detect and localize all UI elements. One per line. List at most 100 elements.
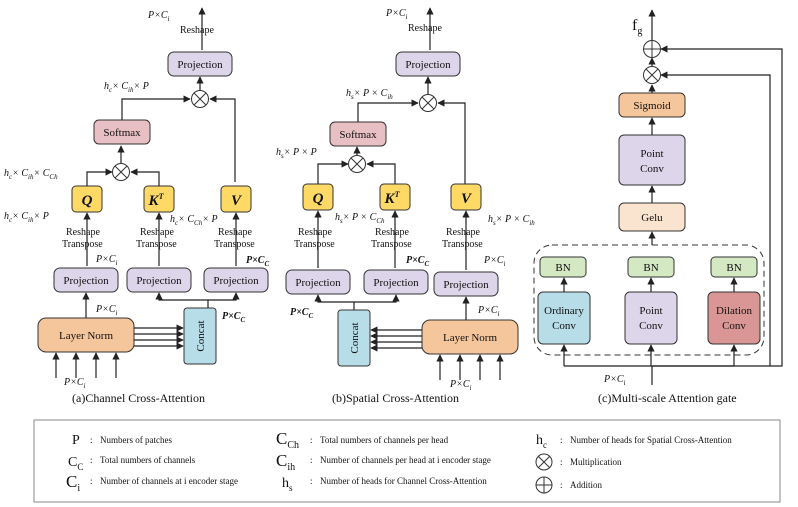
gate-point-conv-label-2: Conv <box>640 163 664 175</box>
channel-output-dim: P×Ci <box>147 10 170 23</box>
legend-p-symbol: P <box>72 433 80 448</box>
gate-ordinary-conv-label-1: Ordinary <box>544 305 584 317</box>
channel-multiply-top-icon <box>191 90 209 108</box>
channel-ln-out-dim: P×Ci <box>95 304 118 317</box>
gate-dilation-conv <box>707 291 761 345</box>
spatial-projection-k-label: Projection <box>373 277 419 289</box>
channel-qk-dim: hc× Cih× CCh <box>4 168 58 181</box>
legend-add-desc: Addition <box>570 480 603 490</box>
legend-cch-symbol: CCh <box>276 429 299 451</box>
gate-point-conv <box>618 134 686 186</box>
channel-projection-q-label: Projection <box>63 275 109 287</box>
spatial-caption: (b)Spatial Cross-Attention <box>332 391 459 405</box>
channel-projection-k-label: Projection <box>136 275 182 287</box>
legend-hs-desc: Number of heads for Channel Cross-Attent… <box>320 476 487 486</box>
spatial-k-proj-dim: P×CC <box>406 255 429 268</box>
spatial-v-box <box>450 183 482 211</box>
spatial-v-proj-dim: P×Ci <box>483 255 506 268</box>
legend-cch-colon: : <box>310 435 313 445</box>
legend-p-desc: Numbers of patches <box>100 435 172 445</box>
legend-ci-colon: : <box>90 476 93 486</box>
channel-concat-label: Concat <box>195 320 207 351</box>
spatial-concat-label: Concat <box>349 322 361 353</box>
gate-sigmoid-label: Sigmoid <box>633 100 671 112</box>
channel-k-transpose: Transpose <box>136 239 177 250</box>
channel-v-reshape: Reshape <box>218 227 252 238</box>
legend-mult-desc: Multiplication <box>570 457 622 467</box>
legend-ci-symbol: Ci <box>66 472 80 494</box>
channel-concat-dim: P×CC <box>222 311 245 324</box>
spatial-v-transpose: Transpose <box>442 239 483 250</box>
legend-cih-desc: Number of channels per head at i encoder… <box>320 455 491 465</box>
spatial-cross-attention-panel: P×Ci Reshape Projection hs× P × Cih Soft… <box>276 7 535 405</box>
channel-input-dim: P×Ci <box>63 377 86 390</box>
spatial-multiply-top-icon <box>419 94 437 112</box>
channel-softmax-label: Softmax <box>103 127 141 139</box>
spatial-k-reshape: Reshape <box>375 227 409 238</box>
spatial-projection-q-label: Projection <box>295 277 341 289</box>
spatial-projection-q <box>285 269 351 295</box>
spatial-q-transpose: Transpose <box>294 239 335 250</box>
legend-add-icon <box>535 476 553 494</box>
spatial-projection-top-label: Projection <box>405 59 451 71</box>
legend-multiply-icon <box>535 453 553 471</box>
channel-k-label: KT <box>148 192 165 209</box>
spatial-output-dim: P×Ci <box>385 8 408 21</box>
spatial-concat <box>337 309 371 367</box>
gate-point-conv-2-label-2: Conv <box>639 320 663 332</box>
gate-conv-group <box>533 244 765 356</box>
channel-multiply-mid-icon <box>112 163 130 181</box>
spatial-softmax-label: Softmax <box>339 129 377 141</box>
legend-ci-desc: Number of channels at i encoder stage <box>100 476 238 486</box>
channel-projection-v-label: Projection <box>213 275 259 287</box>
gate-add-icon <box>643 40 661 58</box>
channel-q-label: Q <box>82 193 93 209</box>
legend-cch-desc: Total numbers of channels per head <box>320 435 449 445</box>
spatial-projection-v-label: Projection <box>443 279 489 291</box>
spatial-q-proj-dim: P×CC <box>290 307 313 320</box>
gate-output-label: fg <box>632 17 642 37</box>
legend-cc-symbol: CC <box>68 455 83 472</box>
attention-gate-panel: fg Sigmoid Point Conv Gelu BN BN <box>533 9 783 405</box>
spatial-qk-dim: hs× P × P <box>276 147 317 160</box>
spatial-layer-norm <box>421 319 519 355</box>
channel-caption: (a)Channel Cross-Attention <box>72 391 205 405</box>
spatial-multiply-mid-icon <box>348 155 366 173</box>
spatial-q-reshape: Reshape <box>298 227 332 238</box>
gate-multiply-icon <box>643 66 661 84</box>
legend: P : Numbers of patches CC : Total number… <box>33 419 781 503</box>
legend-p-colon: : <box>90 435 93 445</box>
channel-projection-top-label: Projection <box>177 59 223 71</box>
gate-bn-3-label: BN <box>726 262 741 274</box>
channel-attn-dim: hc× Cih× P <box>104 81 149 94</box>
spatial-k-transpose: Transpose <box>371 239 412 250</box>
spatial-projection-k <box>363 269 429 295</box>
gate-bn-2 <box>627 256 675 278</box>
legend-hc-desc: Number of heads for Spatial Cross-Attent… <box>570 435 732 445</box>
legend-hs-symbol: hs <box>282 476 293 493</box>
channel-q-reshape: Reshape <box>66 227 100 238</box>
legend-border <box>33 419 781 503</box>
gate-bn-3 <box>710 256 758 278</box>
legend-cih-colon: : <box>310 455 313 465</box>
gate-input-dim: P×Ci <box>603 374 626 387</box>
legend-hs-colon: : <box>310 476 313 486</box>
gate-bn-2-label: BN <box>643 262 658 274</box>
gate-point-conv-2-label-1: Point <box>639 305 662 317</box>
channel-cross-attention-panel: P×Ci Reshape Projection hc× Cih× P Softm… <box>4 7 269 405</box>
spatial-v-reshape: Reshape <box>446 227 480 238</box>
legend-cc-desc: Total numbers of channels <box>100 455 196 465</box>
channel-v-label: V <box>231 193 243 209</box>
gate-point-conv-label-1: Point <box>640 148 663 160</box>
channel-proj-v-dim: P×CC <box>246 255 269 268</box>
spatial-q-label: Q <box>313 191 324 207</box>
spatial-projection-v <box>433 271 499 297</box>
gate-bn-1-label: BN <box>555 262 570 274</box>
spatial-layer-norm-label: Layer Norm <box>443 332 498 344</box>
legend-mult-colon: : <box>560 457 563 467</box>
gate-ordinary-conv <box>537 291 591 345</box>
gate-dilation-conv-label-2: Conv <box>722 320 746 332</box>
gate-caption: (c)Multi-scale Attention gate <box>598 391 737 405</box>
channel-proj-q-dim: P×Ci <box>95 254 118 267</box>
